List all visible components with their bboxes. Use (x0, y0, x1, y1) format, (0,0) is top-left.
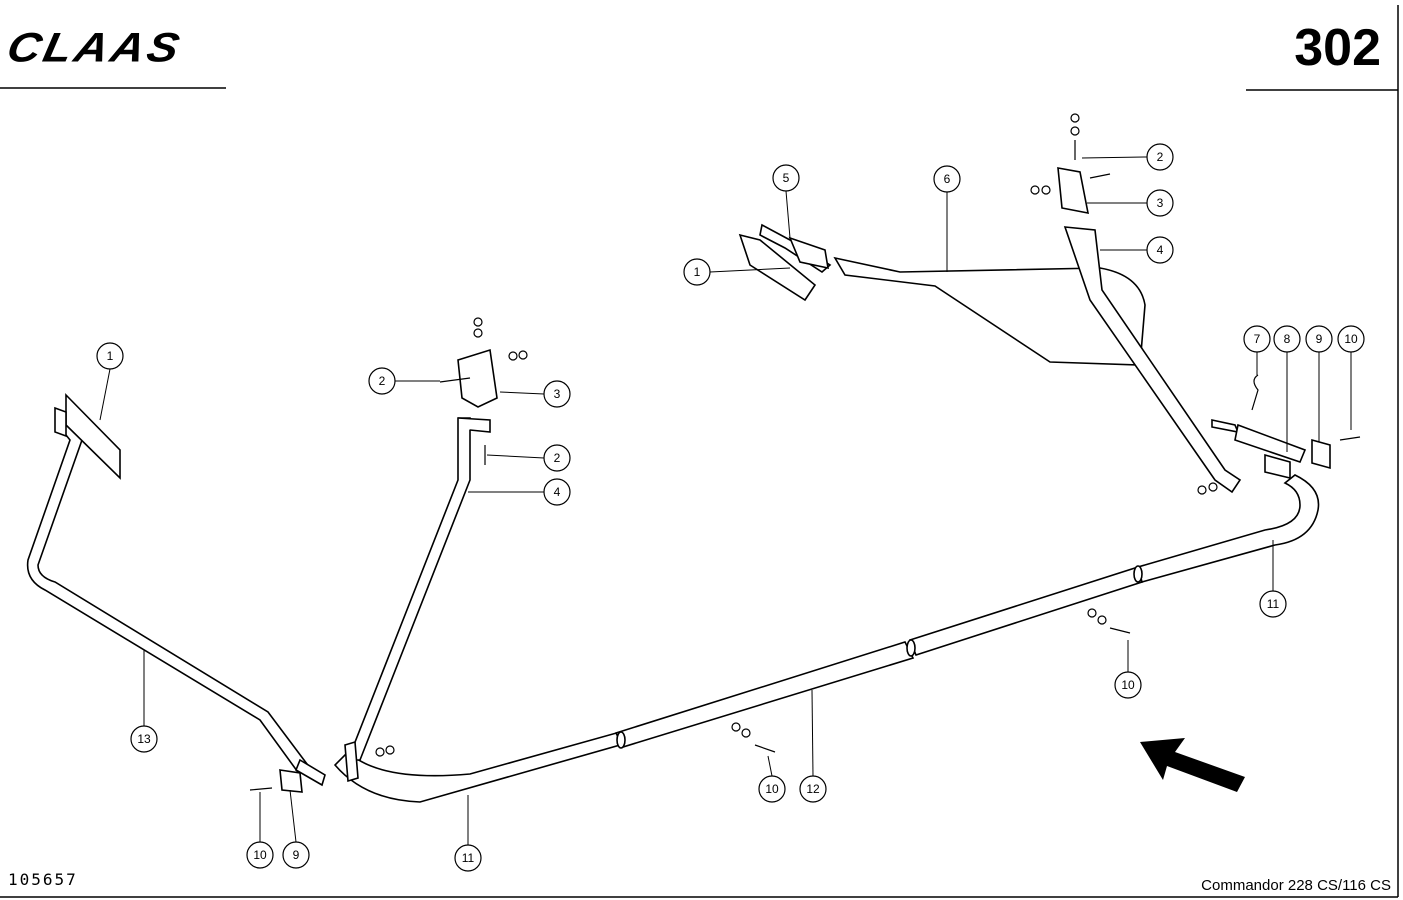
svg-text:4: 4 (554, 485, 561, 499)
svg-text:1: 1 (694, 265, 701, 279)
svg-text:5: 5 (783, 171, 790, 185)
svg-text:7: 7 (1254, 332, 1261, 346)
lower-frame-tube (333, 474, 1320, 803)
svg-text:2: 2 (379, 374, 386, 388)
svg-text:2: 2 (554, 451, 561, 465)
svg-text:2: 2 (1157, 150, 1164, 164)
callout-11: 11 (454, 844, 482, 872)
svg-text:11: 11 (1267, 597, 1280, 611)
callout-10: 10 (1337, 325, 1365, 353)
arrow-icon (1140, 738, 1245, 792)
callout-6: 6 (933, 165, 961, 193)
callout-2: 2 (1146, 143, 1174, 171)
callout-4: 4 (1146, 236, 1174, 264)
svg-text:3: 3 (554, 387, 561, 401)
svg-text:9: 9 (293, 848, 300, 862)
svg-text:8: 8 (1284, 332, 1291, 346)
callout-5: 5 (772, 164, 800, 192)
svg-text:10: 10 (1121, 678, 1135, 692)
callout-2: 2 (543, 444, 571, 472)
svg-text:10: 10 (1344, 332, 1358, 346)
svg-text:4: 4 (1157, 243, 1164, 257)
svg-text:9: 9 (1316, 332, 1323, 346)
callout-2: 2 (368, 367, 396, 395)
svg-text:12: 12 (806, 782, 820, 796)
callout-4: 4 (543, 478, 571, 506)
model-caption: Commandor 228 CS/116 CS (1201, 877, 1391, 894)
svg-text:10: 10 (253, 848, 267, 862)
callout-3: 3 (543, 380, 571, 408)
upper-assembly (738, 167, 1331, 494)
callout-1: 1 (96, 342, 124, 370)
svg-text:3: 3 (1157, 196, 1164, 210)
svg-text:13: 13 (137, 732, 151, 746)
callout-10: 10 (1114, 671, 1142, 699)
callouts: 1 2 3 2 4 13 10 9 11 10 12 10 11 1 5 6 2… (96, 143, 1365, 872)
leader-lines (99, 156, 1352, 845)
callout-1: 1 (683, 258, 711, 286)
callout-8: 8 (1273, 325, 1301, 353)
svg-text:10: 10 (765, 782, 779, 796)
page-number: 302 (1294, 19, 1381, 77)
callout-12: 12 (799, 775, 827, 803)
callout-10: 10 (758, 775, 786, 803)
callout-3: 3 (1146, 189, 1174, 217)
drawing-number: 105657 (8, 870, 78, 889)
callout-11: 11 (1259, 590, 1287, 618)
svg-text:1: 1 (107, 349, 114, 363)
left-frame-bar (26, 393, 326, 793)
svg-text:11: 11 (462, 851, 475, 865)
callout-9: 9 (1305, 325, 1333, 353)
border-lines (0, 5, 1399, 898)
callout-13: 13 (130, 725, 158, 753)
hardware (249, 113, 1361, 791)
callout-9: 9 (282, 841, 310, 869)
svg-text:6: 6 (944, 172, 951, 186)
left-stay (344, 348, 498, 783)
callout-10: 10 (246, 841, 274, 869)
callout-7: 7 (1243, 325, 1271, 353)
